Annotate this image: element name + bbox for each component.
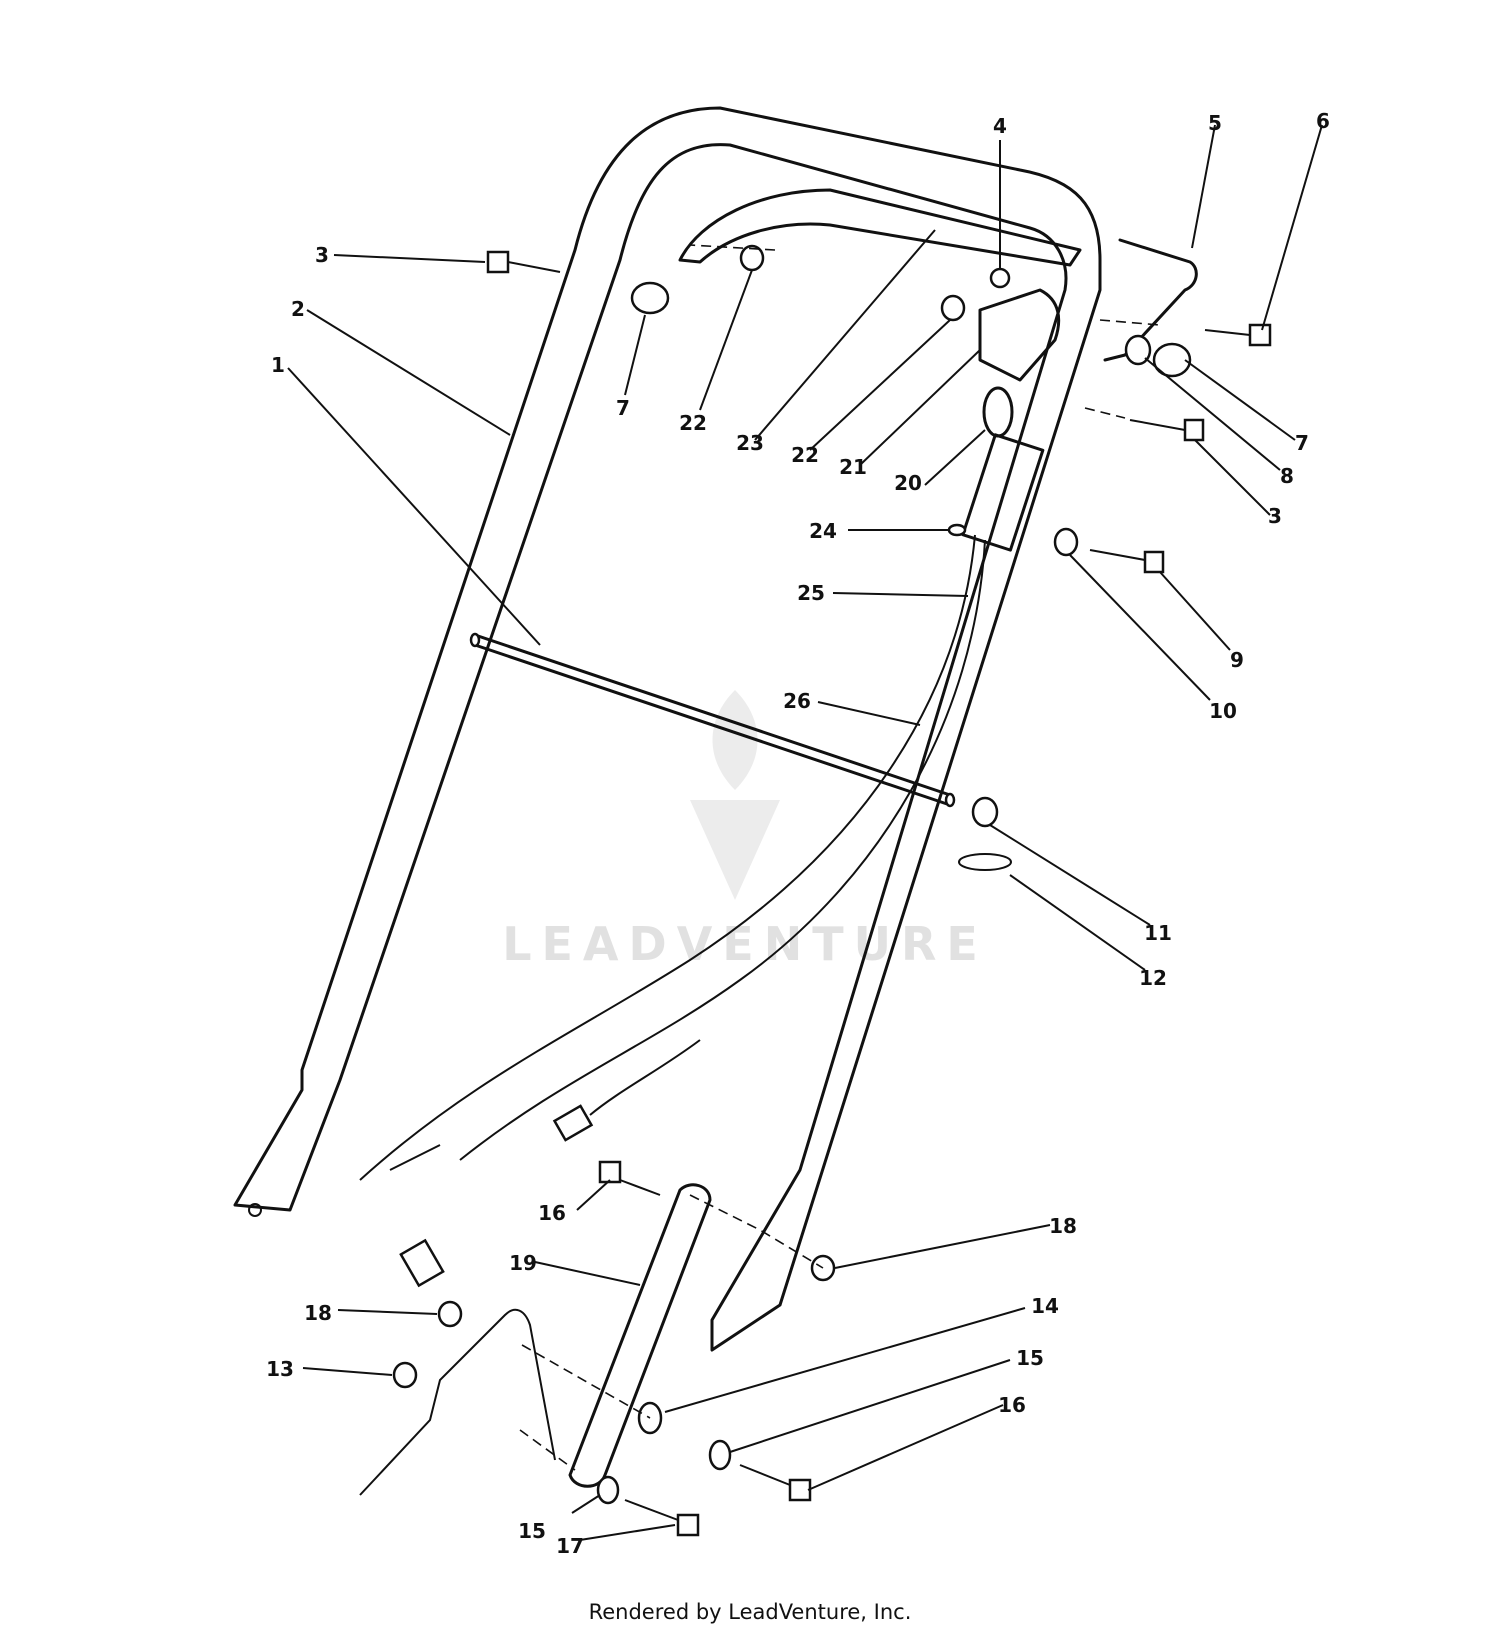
bolt-16-upper (598, 1160, 622, 1184)
cross-bar-end-right (944, 792, 956, 808)
callout-2: 2 (291, 297, 305, 321)
pin-24 (947, 523, 967, 537)
cable-adjuster (552, 1104, 594, 1142)
spacer-7-left (630, 281, 670, 315)
callout-18-left: 18 (304, 1301, 332, 1325)
callout-11: 11 (1144, 921, 1172, 945)
washer-15-right (708, 1439, 732, 1471)
watermark-text: LEADVENTURE (502, 917, 988, 971)
callout-22-right: 22 (791, 443, 819, 467)
nut-4 (989, 267, 1011, 289)
callout-1: 1 (271, 353, 285, 377)
nut-18-left (437, 1300, 463, 1328)
bolt-3-upper-left (486, 250, 510, 274)
watermark: LEADVENTURE (502, 690, 988, 971)
callout-26: 26 (783, 689, 811, 713)
callout-4: 4 (993, 114, 1007, 138)
callout-6: 6 (1316, 109, 1330, 133)
callout-18-right: 18 (1049, 1214, 1077, 1238)
bolt-16-lower (788, 1478, 812, 1502)
throttle-bracket (978, 288, 1061, 382)
control-bail (678, 188, 1082, 267)
callout-14: 14 (1031, 1294, 1059, 1318)
cable-clamp-ring (982, 386, 1014, 438)
callout-8: 8 (1280, 464, 1294, 488)
callout-7-left: 7 (616, 396, 630, 420)
washer-10 (1053, 527, 1079, 557)
callout-22-left: 22 (679, 411, 707, 435)
fasteners (392, 244, 1272, 1537)
callout-16-lower: 16 (998, 1393, 1026, 1417)
cable-terminal (399, 1238, 445, 1288)
callout-19: 19 (509, 1251, 537, 1275)
top-brace (1103, 238, 1198, 362)
bolt-17 (676, 1513, 700, 1537)
callout-15-right: 15 (1016, 1346, 1044, 1370)
callout-23: 23 (736, 431, 764, 455)
watermark-flame-icon (712, 690, 758, 790)
callout-12: 12 (1139, 966, 1167, 990)
throttle-cable (359, 534, 976, 1181)
callout-10: 10 (1209, 699, 1237, 723)
callout-13: 13 (266, 1357, 294, 1381)
spacer-7-right (1152, 342, 1192, 378)
watermark-v-icon (690, 800, 780, 900)
callout-5: 5 (1208, 111, 1222, 135)
leader-lines (287, 124, 1323, 1541)
cross-bar (473, 633, 952, 807)
drive-cable (459, 539, 986, 1161)
bolt-9 (1143, 550, 1165, 574)
nut-11 (971, 796, 999, 828)
handle-end-hole (248, 1203, 262, 1217)
bolt-6 (1248, 323, 1272, 347)
callout-24: 24 (809, 519, 837, 543)
callout-3-left: 3 (315, 243, 329, 267)
callout-3-right: 3 (1268, 504, 1282, 528)
nut-22-left (739, 244, 765, 272)
cross-bar-end-left (469, 632, 481, 648)
handle-bracket (568, 1183, 712, 1488)
bolt-3-right (1183, 418, 1205, 442)
nut-22-right (940, 294, 966, 322)
callout-20: 20 (894, 471, 922, 495)
cable-housing-lower (589, 1039, 701, 1116)
assembly-lines (519, 244, 1161, 1471)
callout-15-left: 15 (518, 1519, 546, 1543)
upper-handle-frame (233, 106, 1102, 1352)
callout-7-right: 7 (1295, 431, 1309, 455)
callout-21: 21 (839, 455, 867, 479)
footer-credit: Rendered by LeadVenture, Inc. (588, 1600, 912, 1624)
cable-clamp (961, 433, 1045, 552)
cable-tie-12 (958, 853, 1012, 871)
cable-spring (389, 1144, 441, 1171)
nut-13 (392, 1361, 418, 1389)
deck-outline (359, 1308, 556, 1496)
callout-16-upper: 16 (538, 1201, 566, 1225)
washer-15-left (596, 1475, 620, 1505)
callout-9: 9 (1230, 648, 1244, 672)
washer-8 (1124, 334, 1152, 366)
callout-25: 25 (797, 581, 825, 605)
callout-labels: 1 2 3 3 4 5 6 7 7 8 9 10 11 12 13 14 15 … (266, 109, 1330, 1558)
callout-17: 17 (556, 1534, 584, 1558)
